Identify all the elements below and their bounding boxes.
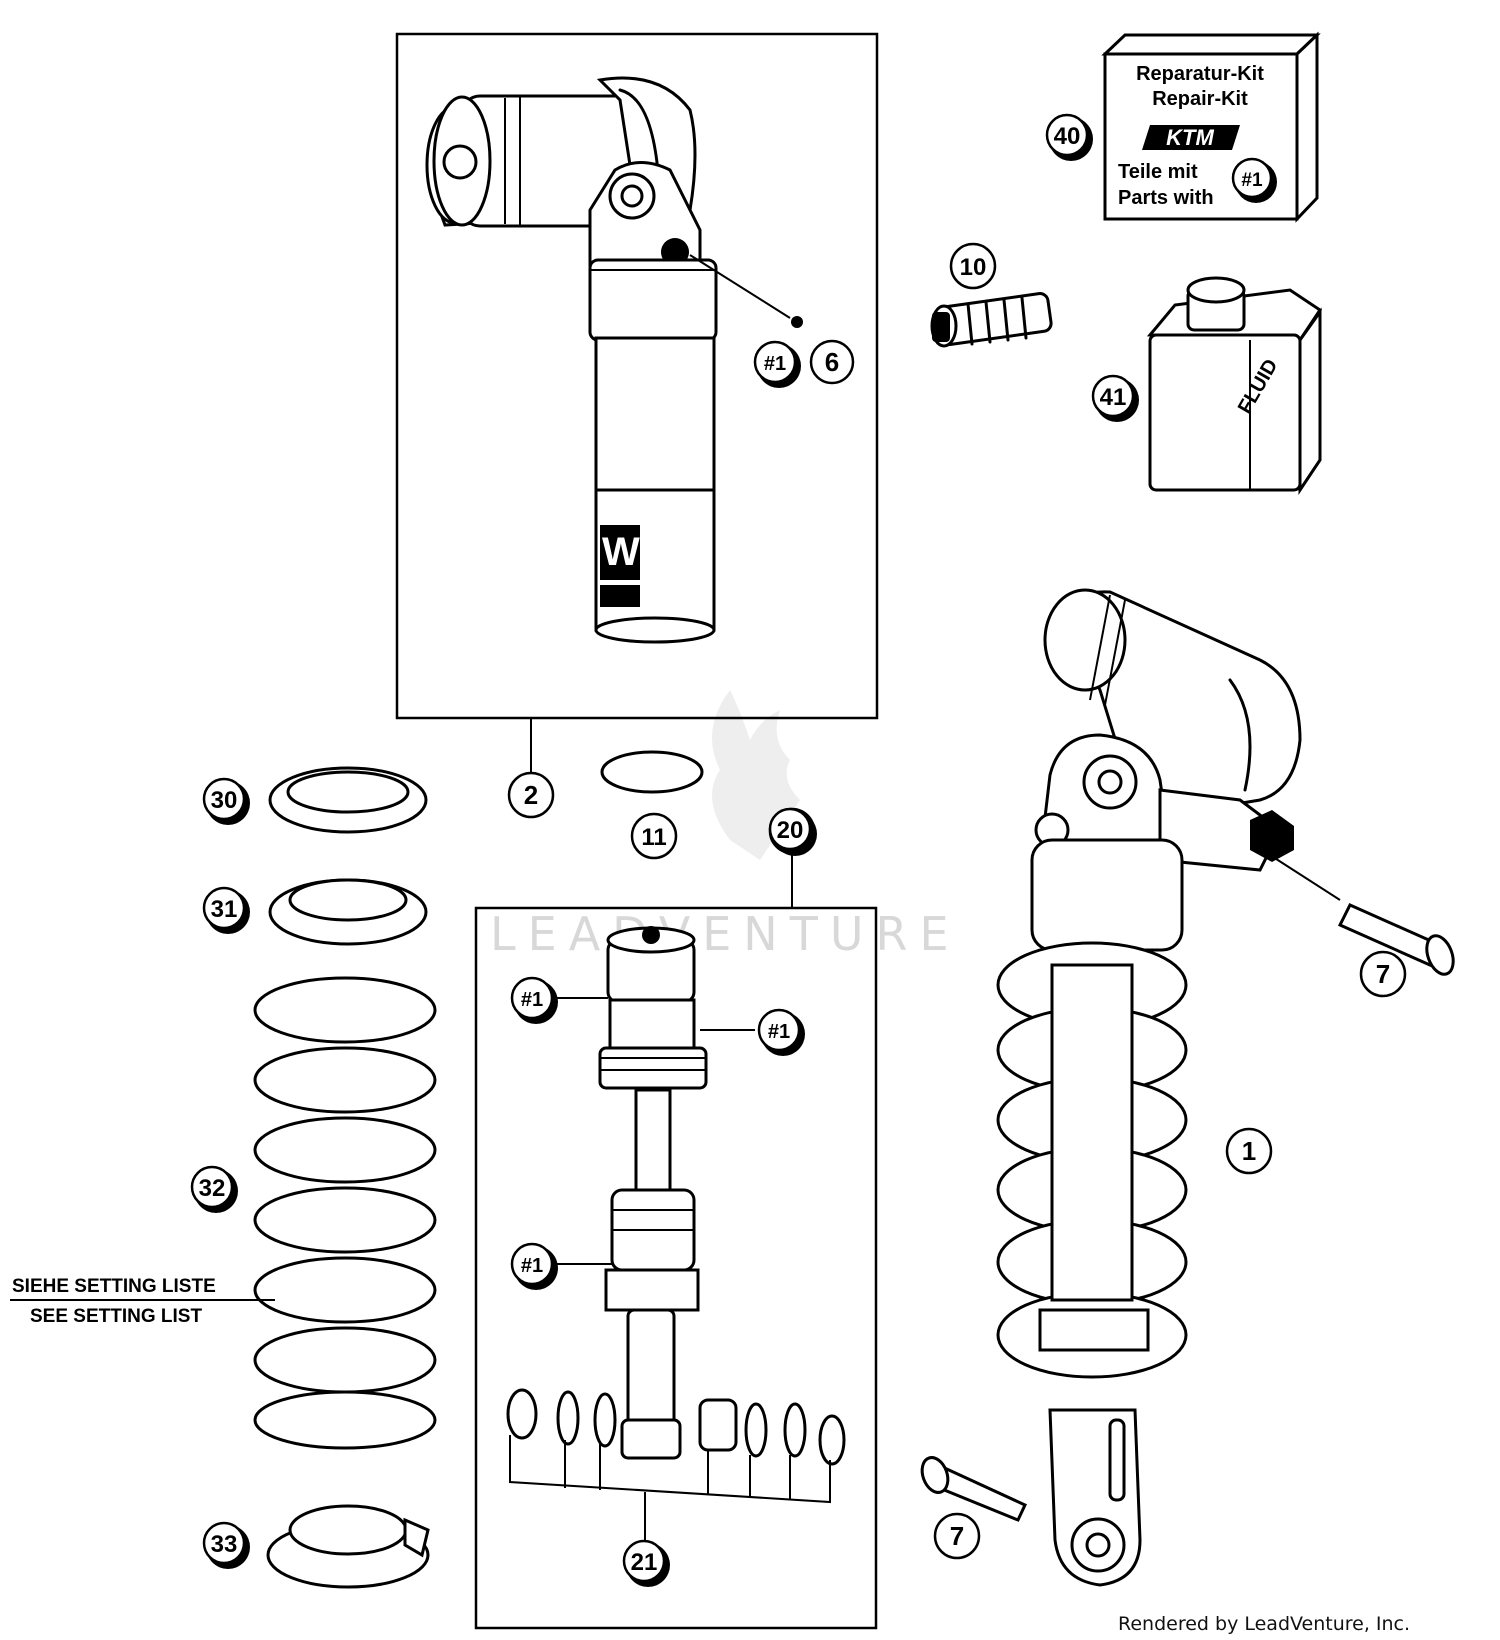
damper-body-drawing: WP (425, 76, 718, 644)
damper-assembly-frame (395, 32, 879, 720)
callout-6: 6 (809, 339, 855, 385)
damper-rod-frame (474, 906, 878, 1630)
callout-32: 32 (190, 1165, 238, 1213)
bushings-seals-drawing (506, 1388, 846, 1540)
callout-7-upper: 7 (1359, 950, 1407, 998)
wp-logo: WP (602, 530, 666, 574)
callout-2: 2 (507, 771, 555, 819)
svg-text:7: 7 (1376, 959, 1390, 989)
svg-text:32: 32 (199, 1175, 226, 1202)
svg-text:31: 31 (211, 896, 238, 923)
svg-text:7: 7 (950, 1521, 964, 1551)
kit-ref-piston-top: #1 (510, 976, 558, 1024)
svg-text:#1: #1 (764, 353, 786, 375)
svg-text:#1: #1 (521, 989, 543, 1011)
svg-text:#1: #1 (768, 1021, 790, 1043)
setting-note-de: SIEHE SETTING LISTE (12, 1276, 216, 1297)
complete-shock-drawing (996, 588, 1302, 1587)
svg-text:2: 2 (524, 780, 538, 810)
svg-text:6: 6 (825, 347, 839, 377)
kit-ref-damper: #1 (753, 340, 801, 388)
watermark-text: LEADVENTURE (490, 907, 961, 961)
kit-ref-piston-side: #1 (757, 1008, 805, 1056)
callout-40: 40 (1045, 113, 1093, 161)
repair-kit-box: Reparatur-Kit Repair-Kit KTM Teile mit P… (1101, 31, 1321, 223)
callout-21: 21 (622, 1539, 670, 1587)
svg-text:41: 41 (1100, 384, 1127, 411)
callout-11: 11 (630, 812, 678, 860)
svg-text:21: 21 (631, 1549, 658, 1576)
setting-note-en: SEE SETTING LIST (30, 1306, 202, 1327)
callout-41: 41 (1091, 374, 1139, 422)
svg-text:33: 33 (211, 1531, 238, 1558)
kit-title-en: Repair-Kit (1152, 88, 1248, 110)
spring-drawing (253, 976, 437, 1450)
callout-10: 10 (949, 242, 997, 290)
kit-title-de: Reparatur-Kit (1136, 63, 1264, 85)
fluid-can-drawing: FLUID (1146, 276, 1323, 495)
footer-credit: Rendered by LeadVenture, Inc. (1118, 1613, 1410, 1635)
svg-text:30: 30 (211, 787, 238, 814)
bolt-upper-drawing (1269, 854, 1455, 976)
watermark: LEADVENTURE (490, 690, 961, 961)
kit-parts-en: Parts with (1118, 187, 1214, 209)
spring-retainer-drawing (266, 1504, 430, 1589)
bolt-lower-drawing (920, 1456, 1027, 1522)
callout-7-lower: 7 (933, 1512, 981, 1560)
kit-ref-seal-head: #1 (510, 1242, 558, 1290)
svg-text:11: 11 (641, 824, 666, 851)
callout-30: 30 (202, 777, 250, 825)
svg-text:40: 40 (1054, 123, 1081, 150)
callout-33: 33 (202, 1521, 250, 1569)
svg-text:1: 1 (1242, 1136, 1256, 1166)
valve-insert-drawing (930, 292, 1053, 348)
spring-seat-31-drawing (268, 878, 428, 946)
valve-ball (791, 316, 803, 328)
kit-ref-repair-box: #1 (1231, 157, 1277, 203)
callout-1: 1 (1225, 1127, 1273, 1175)
callout-31: 31 (202, 886, 250, 934)
kit-parts-de: Teile mit (1118, 161, 1198, 183)
callout-20: 20 (768, 807, 817, 856)
circlip-ring (600, 750, 704, 794)
svg-text:10: 10 (960, 254, 987, 281)
svg-text:#1: #1 (1241, 170, 1263, 191)
damper-rod-drawing (598, 926, 708, 1460)
svg-text:20: 20 (777, 817, 804, 844)
ktm-logo: KTM (1166, 125, 1214, 150)
svg-text:#1: #1 (521, 1255, 543, 1277)
spring-seat-30-drawing (268, 766, 428, 834)
